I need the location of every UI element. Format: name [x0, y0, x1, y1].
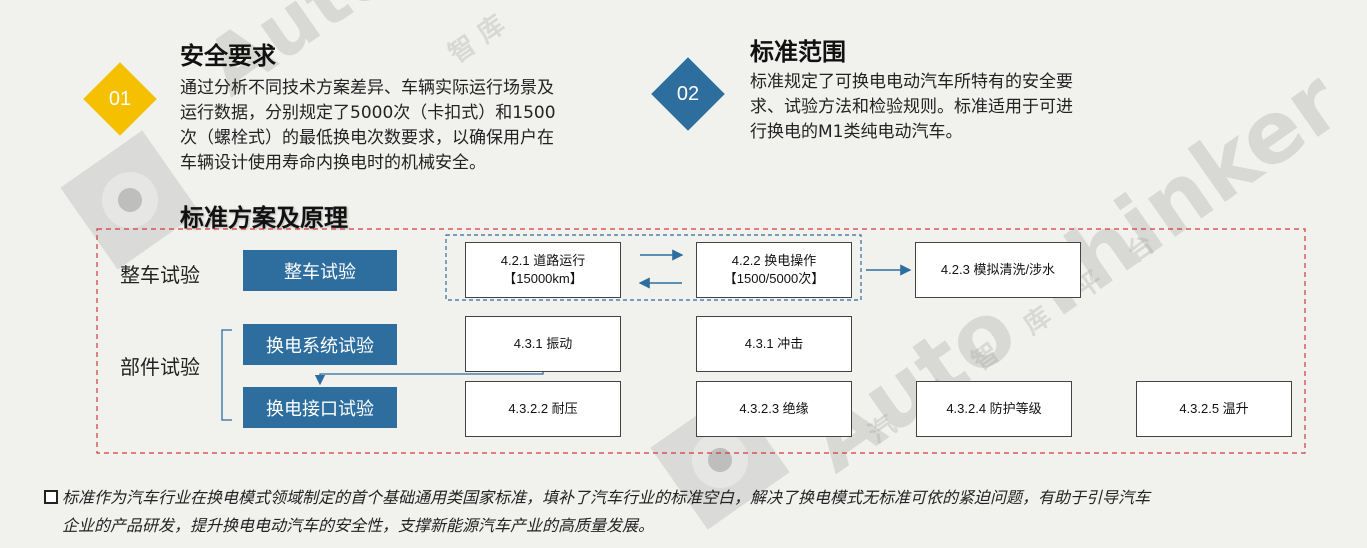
- section1-line: 运行数据，分别规定了5000次（卡扣式）和1500: [180, 103, 556, 123]
- section1-text: 通过分析不同技术方案差异、车辆实际运行场景及 运行数据，分别规定了5000次（卡…: [180, 76, 600, 176]
- footer-line: 企业的产品研发，提升换电电动汽车的安全性，支撑新能源汽车产业的高质量发展。: [62, 516, 655, 535]
- vehicle-test-button: 整车试验: [243, 250, 397, 291]
- road-operation-title: 4.2.1 道路运行: [500, 253, 586, 268]
- vehicle-test-group-border: [445, 234, 862, 301]
- component-test-label: 部件试验: [120, 355, 200, 379]
- footer-bullet-icon: [44, 490, 58, 504]
- pressure-box: 4.3.2.2 耐压: [465, 381, 621, 437]
- section2-line: 求、试验方法和检验规则。标准适用于可进: [750, 97, 1073, 117]
- section2-text: 标准规定了可换电电动汽车所特有的安全要 求、试验方法和检验规则。标准适用于可进 …: [750, 70, 1130, 145]
- section1-line: 车辆设计使用寿命内换电时的机械安全。: [180, 153, 486, 173]
- swap-interface-test-button: 换电接口试验: [243, 387, 397, 428]
- outer-dashed-border: [96, 228, 1306, 454]
- section1-line: 次（螺栓式）的最低换电次数要求，以确保用户在: [180, 128, 554, 148]
- temperature-rise-box: 4.3.2.5 温升: [1136, 381, 1292, 437]
- section2-title: 标准范围: [750, 38, 846, 66]
- footer-text: 标准作为汽车行业在换电模式领域制定的首个基础通用类国家标准，填补了汽车行业的标准…: [62, 484, 1332, 540]
- scheme-title: 标准方案及原理: [180, 204, 348, 232]
- road-operation-box: 4.2.1 道路运行 【15000km】: [465, 242, 621, 298]
- section1-number: 01: [108, 88, 132, 110]
- swap-operation-box: 4.2.2 换电操作 【1500/5000次】: [696, 242, 852, 298]
- protection-level-box: 4.3.2.4 防护等级: [916, 381, 1072, 437]
- swap-operation-title: 4.2.2 换电操作: [731, 253, 817, 268]
- section1-line: 通过分析不同技术方案差异、车辆实际运行场景及: [180, 78, 554, 98]
- vehicle-test-label: 整车试验: [120, 263, 200, 287]
- impact-box: 4.3.1 冲击: [696, 316, 852, 372]
- component-bracket: [221, 329, 232, 421]
- road-operation-value: 【15000km】: [503, 271, 583, 286]
- footer-line: 标准作为汽车行业在换电模式领域制定的首个基础通用类国家标准，填补了汽车行业的标准…: [62, 488, 1151, 507]
- swap-system-test-button: 换电系统试验: [243, 324, 397, 365]
- wash-wading-box: 4.2.3 模拟清洗/涉水: [915, 242, 1081, 298]
- section2-number: 02: [676, 83, 700, 105]
- section2-line: 行换电的M1类纯电动汽车。: [750, 122, 963, 142]
- vibration-connector: [314, 370, 544, 386]
- section1-title: 安全要求: [180, 42, 276, 70]
- insulation-box: 4.3.2.3 绝缘: [696, 381, 852, 437]
- swap-operation-value: 【1500/5000次】: [723, 271, 825, 286]
- vibration-box: 4.3.1 振动: [465, 316, 621, 372]
- section2-line: 标准规定了可换电电动汽车所特有的安全要: [750, 72, 1073, 92]
